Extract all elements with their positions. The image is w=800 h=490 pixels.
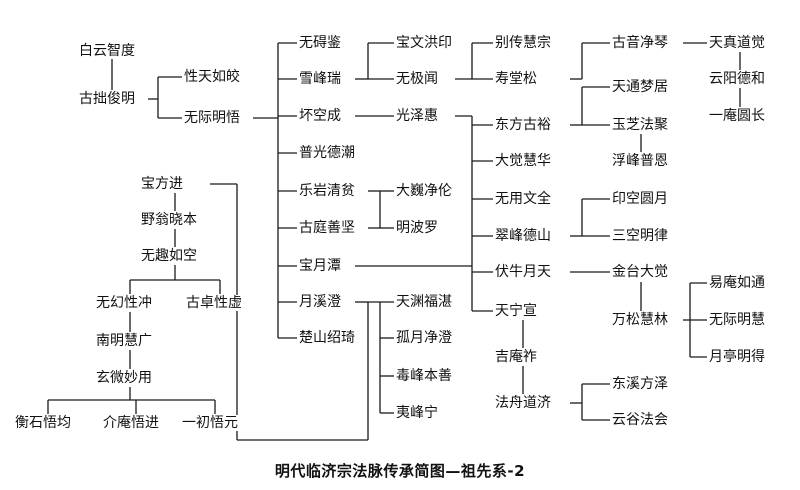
node-wuji-wen: 无极闻 — [395, 71, 439, 87]
node-guzhuo-junming: 古拙俊明 — [78, 91, 136, 107]
node-wuhuan-xingchong: 无幻性冲 — [95, 295, 153, 311]
node-jintai-dajue: 金台大觉 — [611, 264, 669, 280]
node-yuzhi-faju: 玉芝法聚 — [611, 117, 669, 133]
node-wuyong-wenquan: 无用文全 — [494, 191, 552, 207]
node-wuai-jian: 无碍鉴 — [298, 35, 342, 51]
node-jian-zuo: 吉庵祚 — [494, 349, 538, 365]
node-dawei-jinglun: 大巍净伦 — [395, 183, 453, 199]
node-yunyang-dehe: 云阳德和 — [708, 71, 766, 87]
node-nanming-huiguang: 南明慧广 — [95, 333, 153, 349]
node-tianning-xuan: 天宁宣 — [494, 303, 538, 319]
node-tianzhen-daojue: 天真道觉 — [708, 35, 766, 51]
node-shoutang-song: 寿堂松 — [494, 71, 538, 87]
node-guzhuo-xingxu: 古卓性虚 — [185, 295, 243, 311]
node-yichu-wuyuan: 一初悟元 — [181, 415, 239, 431]
node-funiu-yuetian: 伏牛月天 — [494, 264, 552, 280]
node-hengshi-wujun: 衡石悟均 — [14, 415, 72, 431]
node-baofang-jin: 宝方进 — [140, 176, 184, 192]
node-yuexi-cheng: 月溪澄 — [298, 294, 342, 310]
node-sankong-minglv: 三空明律 — [611, 228, 669, 244]
node-huaikong-cheng: 坏空成 — [298, 108, 342, 124]
node-fazhou-daoji: 法舟道济 — [494, 395, 552, 411]
node-fufeng-puen: 浮峰普恩 — [611, 153, 669, 169]
node-dajue-huihua: 大觉慧华 — [494, 153, 552, 169]
node-jiean-wujin: 介庵悟进 — [102, 415, 160, 431]
node-cuifeng-deshan: 翠峰德山 — [494, 228, 552, 244]
node-yifeng-ning: 夷峰宁 — [395, 405, 439, 421]
node-baoyue-tan: 宝月潭 — [298, 258, 342, 274]
node-guangze-hui: 光泽惠 — [395, 108, 439, 124]
node-yungu-fahui: 云谷法会 — [611, 412, 669, 428]
node-baowen-hongyin: 宝文洪印 — [395, 35, 453, 51]
node-tiantong-mengju: 天通梦居 — [611, 79, 669, 95]
node-guyin-jingqin: 古音净琴 — [611, 35, 669, 51]
node-chushan-shaoqi: 楚山绍琦 — [298, 330, 356, 346]
node-xuefeng-rui: 雪峰瑞 — [298, 71, 342, 87]
node-yian-rutong: 易庵如通 — [708, 275, 766, 291]
node-yinkong-yuanyue: 印空圆月 — [611, 191, 669, 207]
node-guyue-jingcheng: 孤月净澄 — [395, 330, 453, 346]
node-puguang-dechao: 普光德潮 — [298, 145, 356, 161]
node-wansong-huilin: 万松慧林 — [611, 312, 669, 328]
node-wuqu-rukong: 无趣如空 — [140, 248, 198, 264]
node-dongxi-fangze: 东溪方泽 — [611, 376, 669, 392]
node-baiyun-zhidu: 白云智度 — [78, 43, 136, 59]
node-guting-shanjian: 古庭善坚 — [298, 220, 356, 236]
node-dufeng-benshan: 毒峰本善 — [395, 368, 453, 384]
node-dongfang-guyu: 东方古裕 — [494, 117, 552, 133]
node-xingtian-rujiao: 性天如皎 — [183, 69, 241, 85]
node-yeweng-xiaoben: 野翁晓本 — [140, 212, 198, 228]
node-tianyuan-fuzhan: 天渊福湛 — [395, 294, 453, 310]
node-wuji-mingwu: 无际明悟 — [183, 110, 241, 126]
diagram-caption: 明代临济宗法脉传承简图—祖先系-2 — [274, 462, 526, 480]
node-mingbo-luo: 明波罗 — [395, 220, 439, 236]
node-xuanwei-miaoyong: 玄微妙用 — [95, 370, 153, 386]
node-wuji-minghui: 无际明慧 — [708, 312, 766, 328]
node-yueyan-qingpin: 乐岩清贫 — [298, 183, 356, 199]
node-yian-yuanchang: 一庵圆长 — [708, 108, 766, 124]
node-yueting-mingde: 月亭明得 — [708, 349, 766, 365]
node-biechuan-huizong: 别传慧宗 — [494, 35, 552, 51]
